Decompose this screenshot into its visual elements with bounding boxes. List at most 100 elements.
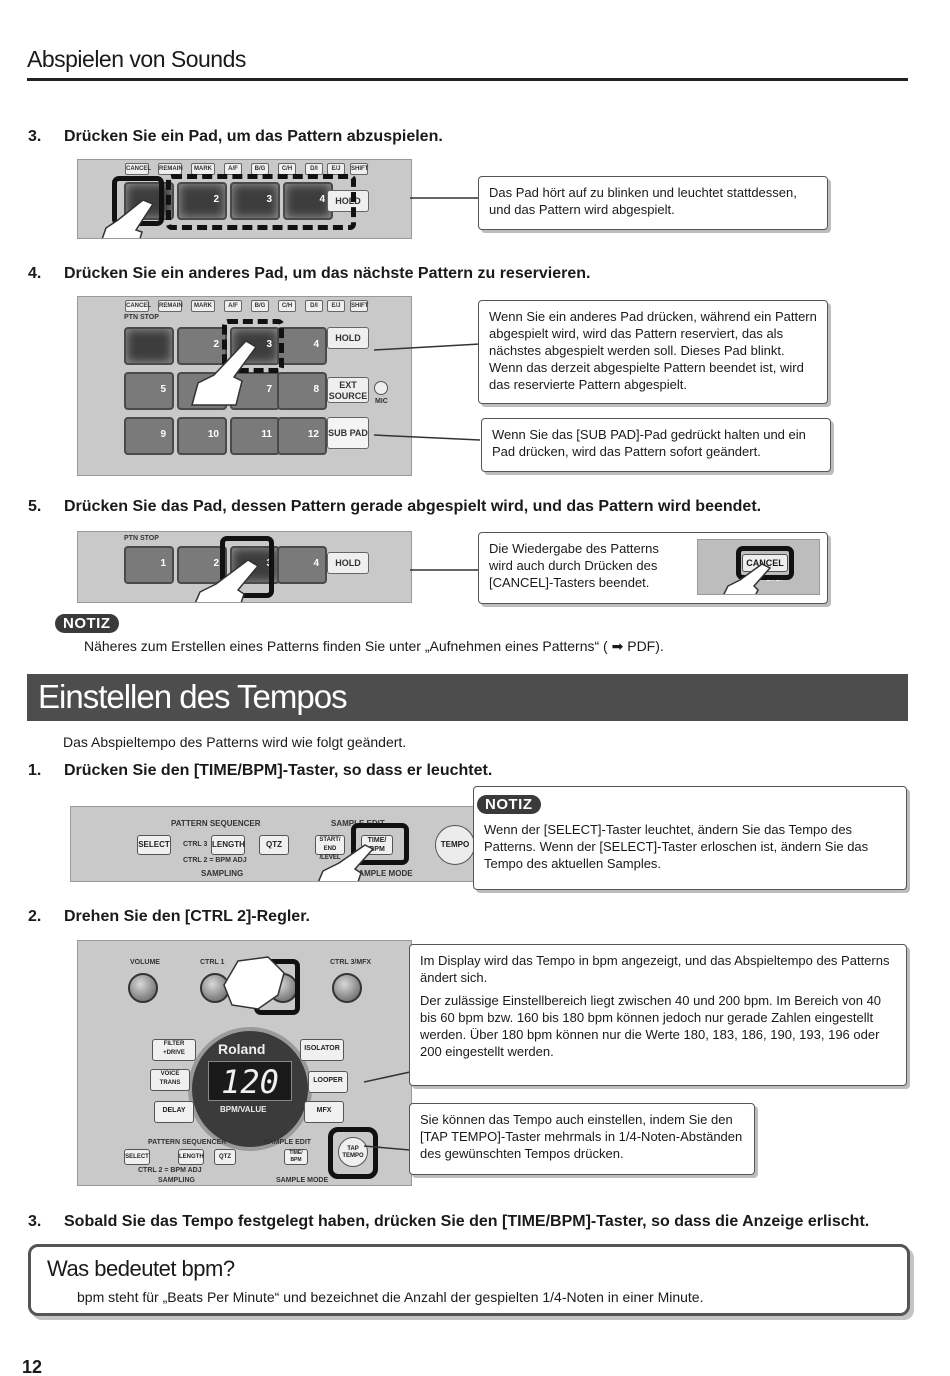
highlight-cancel: [736, 546, 794, 580]
step-text: Drehen Sie den [CTRL 2]-Regler.: [64, 908, 310, 925]
tap-tempo-button: TAP TEMPO: [338, 1137, 368, 1167]
di-button: D/I: [305, 300, 323, 312]
callout-tempo-range: Im Display wird das Tempo in bpm angezei…: [409, 944, 907, 1086]
bpm-box-text: bpm steht für „Beats Per Minute“ und bez…: [77, 1289, 704, 1305]
filter-drive-button: FILTER +DRIVE: [152, 1039, 196, 1061]
select-button: SELECT: [124, 1149, 150, 1165]
pad-4: 4: [277, 327, 327, 365]
step-number: 5.: [28, 498, 42, 515]
hand-icon: [723, 563, 772, 594]
step-number: 1.: [28, 762, 42, 779]
callout-pointer: [410, 569, 478, 571]
tempo-step-3: 3. Sobald Sie das Tempo festgelegt haben…: [28, 1213, 918, 1233]
looper-button: LOOPER: [308, 1071, 348, 1093]
pattern-sequencer-label: PATTERN SEQUENCER: [148, 1139, 227, 1146]
callout-pointer: [410, 197, 478, 199]
tempo-step-1: 1. Drücken Sie den [TIME/BPM]-Taster, so…: [28, 762, 908, 782]
cancel-button: CANCEL: [125, 300, 151, 312]
tempo-step-2: 2. Drehen Sie den [CTRL 2]-Regler.: [28, 908, 908, 928]
bpm-info-box: Was bedeutet bpm? bpm steht für „Beats P…: [28, 1244, 910, 1316]
mfx-button: MFX: [304, 1101, 344, 1123]
device-panel-main: VOLUME CTRL 1 CTRL 3/MFX Roland 120 BPM/…: [77, 940, 412, 1186]
step-number: 3.: [28, 128, 42, 145]
step-4: 4. Drücken Sie ein anderes Pad, um das n…: [28, 265, 908, 285]
hold-button: HOLD: [327, 327, 369, 349]
callout-tap-tempo: Sie können das Tempo auch einstellen, in…: [409, 1103, 755, 1175]
hold-button: HOLD: [327, 190, 369, 212]
hand-icon: [101, 199, 155, 238]
length-button: LENGTH: [211, 835, 245, 855]
step-number: 3.: [28, 1213, 42, 1230]
highlight-tap-tempo: [328, 1127, 378, 1179]
start-end-level-button: START/ END /LEVEL: [315, 835, 345, 861]
pad-2: 2: [177, 182, 227, 220]
ctrl2-bpm-adj-label: CTRL 2 = BPM ADJ: [183, 857, 247, 864]
delay-button: DELAY: [154, 1101, 194, 1123]
callout-pad-lights: Das Pad hört auf zu blinken und leuchtet…: [478, 176, 828, 230]
af-button: A/F: [224, 300, 242, 312]
hand-icon: [317, 844, 375, 881]
pad-4: 4: [283, 182, 333, 220]
shift-button: SHIFT: [350, 163, 368, 175]
pad-10: 10: [177, 417, 227, 455]
tempo-display: 120: [208, 1061, 292, 1101]
length-button: LENGTH: [178, 1149, 204, 1165]
volume-knob: [128, 973, 158, 1003]
mark-button: MARK: [191, 163, 215, 175]
ctrl1-label: CTRL 1: [200, 959, 225, 966]
pad-8: 8: [277, 372, 327, 410]
step-text: Drücken Sie das Pad, dessen Pattern gera…: [64, 498, 762, 515]
cancel-button-panel: CANCEL STOP: [697, 539, 820, 595]
intro-text: Das Abspieltempo des Patterns wird wie f…: [63, 734, 407, 750]
sampling-label: SAMPLING: [201, 869, 244, 878]
device-panel-sequencer: PATTERN SEQUENCER SAMPLE EDIT SELECT CTR…: [70, 806, 475, 882]
pad-2: 2: [177, 546, 227, 584]
ch-button: C/H: [278, 300, 296, 312]
brand-logo: Roland: [218, 1041, 266, 1057]
pad-4: 4: [277, 546, 327, 584]
pad-2: 2: [177, 327, 227, 365]
ext-source-button: EXT SOURCE: [327, 377, 369, 403]
device-panel-pads-2: CANCEL REMAIN MARK A/F B/G C/H D/I E/J S…: [77, 296, 412, 476]
highlight-pads-dashed: [166, 174, 356, 230]
isolator-button: ISOLATOR: [300, 1039, 344, 1061]
callout-sub-pad: Wenn Sie das [SUB PAD]-Pad gedrückt halt…: [481, 418, 831, 472]
notiz-badge-2: NOTIZ: [477, 795, 541, 814]
callout-tempo-p1: Im Display wird das Tempo in bpm angezei…: [420, 953, 890, 985]
mic-indicator: [374, 381, 388, 395]
sample-edit-label: SAMPLE EDIT: [264, 1139, 312, 1146]
hold-button: HOLD: [327, 552, 369, 574]
pad-3: 3: [230, 182, 280, 220]
notiz-text: Näheres zum Erstellen eines Patterns fin…: [84, 638, 664, 654]
hand-icon: [194, 559, 260, 602]
pad-11: 11: [230, 417, 280, 455]
section-header: Abspielen von Sounds: [27, 46, 246, 72]
step-text: Drücken Sie ein Pad, um das Pattern abzu…: [64, 128, 443, 145]
step-number: 2.: [28, 908, 42, 925]
step-5: 5. Drücken Sie das Pad, dessen Pattern g…: [28, 498, 908, 518]
device-panel-pads-3: PTN STOP 1 2 3 4 HOLD: [77, 531, 412, 603]
cancel-button: CANCEL: [125, 163, 151, 175]
callout-pointers: [364, 1071, 411, 1151]
section-title: Einstellen des Tempos: [38, 678, 348, 715]
time-bpm-button: TIME/ BPM: [284, 1149, 308, 1165]
remain-button: REMAIN: [158, 300, 183, 312]
sampling-label: SAMPLING: [158, 1177, 195, 1184]
bg-button: B/G: [251, 300, 269, 312]
callout-cancel-text: Die Wiedergabe des Patterns wird auch du…: [489, 541, 659, 590]
volume-label: VOLUME: [130, 959, 160, 966]
ctrl2-bpm-adj-label: CTRL 2 = BPM ADJ: [138, 1167, 202, 1174]
hand-icon: [223, 956, 285, 1010]
callout-tempo-p2: Der zulässige Einstellbereich liegt zwis…: [420, 993, 882, 1059]
page-number: 12: [22, 1357, 43, 1376]
pad-1: [124, 327, 174, 365]
callout-reserve-pattern: Wenn Sie ein anderes Pad drücken, währen…: [478, 300, 828, 404]
sample-mode-label: SAMPLE MODE: [353, 869, 413, 878]
highlight-time-bpm: [351, 823, 409, 865]
step-number: 4.: [28, 265, 42, 282]
step-text: Drücken Sie ein anderes Pad, um das näch…: [64, 265, 591, 282]
mic-label: MIC: [375, 398, 388, 405]
qtz-button: QTZ: [214, 1149, 236, 1165]
header-rule: [27, 78, 908, 81]
ctrl3-knob: [332, 973, 362, 1003]
